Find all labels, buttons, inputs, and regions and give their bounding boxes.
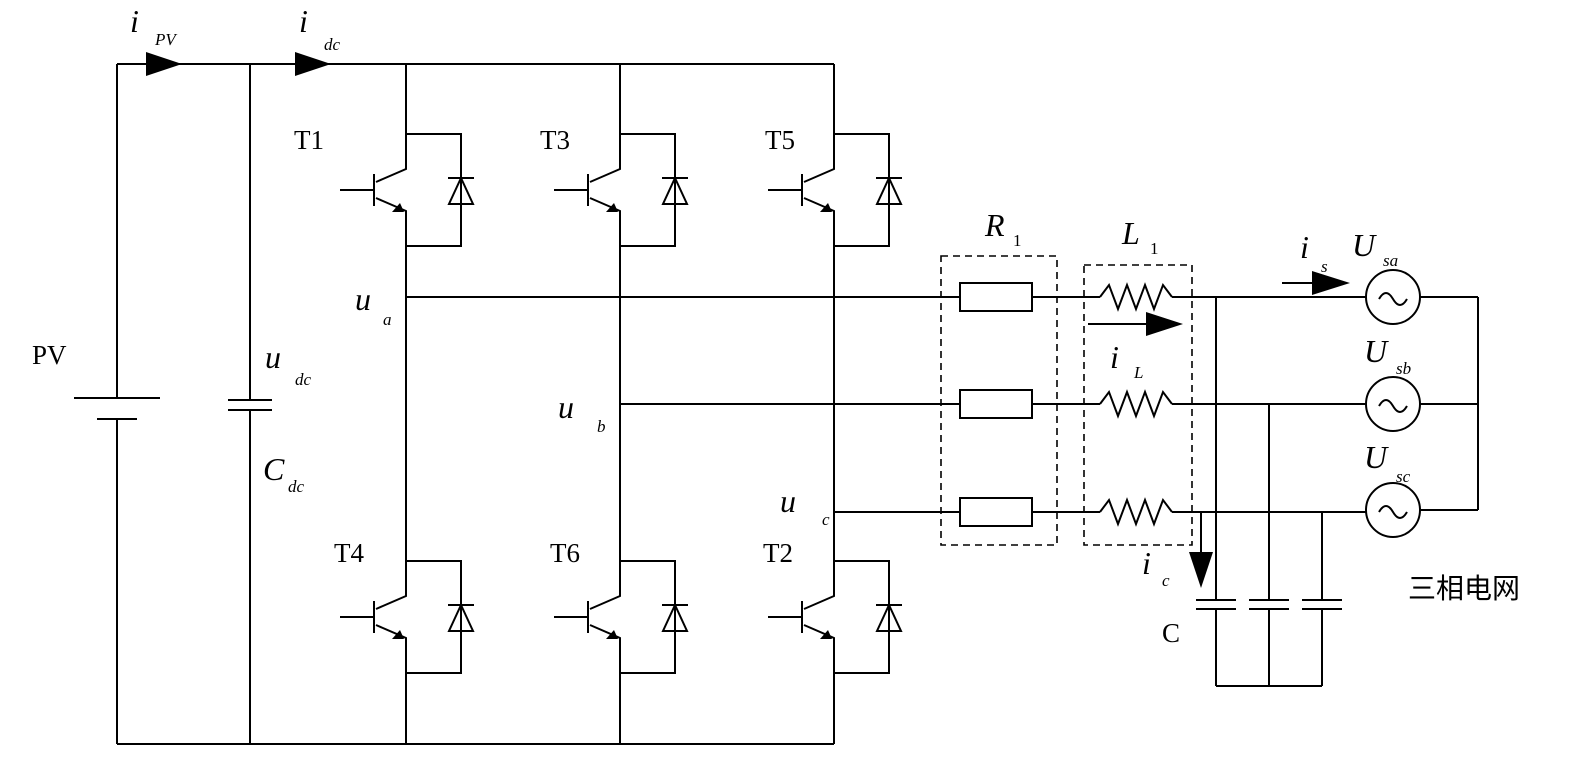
source-c-icon (1365, 482, 1421, 538)
u-a-label: ua (355, 281, 392, 329)
t5-label: T5 (765, 125, 795, 155)
i-c-arrow (1189, 552, 1213, 588)
t1-label: T1 (294, 125, 324, 155)
dc-link-capacitor (228, 64, 272, 744)
r1-dashed-box (940, 255, 1058, 546)
inductor-b-icon (1099, 389, 1173, 419)
inductor-c-icon (1099, 497, 1173, 527)
t4-label: T4 (334, 538, 364, 568)
i-s-arrow (1312, 271, 1350, 295)
i-dc-label: idc (299, 3, 341, 54)
igbt-switches (340, 133, 903, 674)
i-dc-arrow (295, 52, 331, 76)
c-label: C (1162, 618, 1180, 648)
u-sc-label: Usc (1364, 439, 1411, 486)
pv-source (74, 64, 160, 744)
i-pv-label: iPV (130, 3, 178, 49)
resistor-c (959, 497, 1033, 527)
igbt-t3-icon (554, 133, 689, 247)
i-s-label: is (1300, 229, 1328, 276)
grid-voltage-sources (1365, 269, 1479, 538)
u-c-label: uc (780, 483, 830, 529)
u-dc-label: udc (265, 339, 312, 389)
igbt-t4-icon (340, 560, 475, 674)
source-a-icon (1365, 269, 1421, 325)
inductor-a-icon (1099, 282, 1173, 312)
i-l-arrow (1146, 312, 1183, 336)
source-b-icon (1365, 376, 1421, 432)
grid-label: 三相电网 (1408, 572, 1520, 605)
filter-capacitors (1196, 297, 1342, 687)
resistor-b (959, 389, 1033, 419)
igbt-t5-icon (768, 133, 903, 247)
igbt-t1-icon (340, 133, 475, 247)
t3-label: T3 (540, 125, 570, 155)
resistors-r1 (959, 282, 1100, 527)
current-arrows (1088, 271, 1350, 588)
igbt-t2-icon (768, 560, 903, 674)
dc-bus (117, 63, 834, 745)
ac-phase-lines (406, 296, 960, 513)
i-pv-arrow (146, 52, 182, 76)
t2-label: T2 (763, 538, 793, 568)
u-b-label: ub (558, 389, 606, 436)
l1-dashed-box (1083, 264, 1193, 546)
resistor-a (959, 282, 1033, 312)
pv-label: PV (32, 340, 67, 370)
t6-label: T6 (550, 538, 580, 568)
inductors-l1 (1099, 282, 1173, 527)
igbt-t6-icon (554, 560, 689, 674)
